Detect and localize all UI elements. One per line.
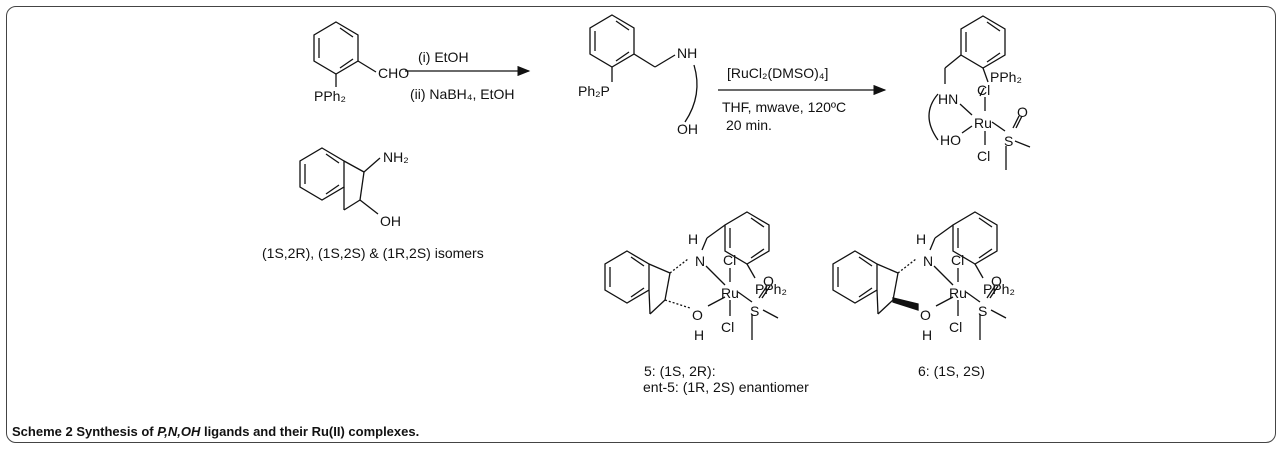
c5-s: S	[750, 303, 759, 319]
caption-scheme-label: Scheme 2	[12, 424, 73, 439]
c5-cl-top: Cl	[723, 252, 736, 268]
c5-h-o: H	[694, 327, 704, 343]
c5-o-s: O	[763, 273, 774, 289]
step2-reagent-1: [RuCl₂(DMSO)₄]	[727, 65, 828, 81]
c5-n-label: N	[695, 253, 705, 269]
pph2-label-2: PPh₂	[990, 69, 1022, 85]
compound-aminoindanol: NH₂ OH	[299, 147, 409, 229]
step2-reagent-2: THF, mwave, 120ºC	[722, 99, 846, 115]
c5-h-n: H	[688, 231, 698, 247]
caption-italic: P,N,OH	[157, 424, 201, 439]
s-label: S	[1004, 133, 1013, 149]
step2-reagent-3: 20 min.	[726, 117, 772, 133]
c5-label-1: 5: (1S, 2R):	[644, 363, 716, 379]
c6-h-n: H	[916, 231, 926, 247]
compound-ligand: Ph₂P NH OH	[578, 14, 698, 137]
c6-n-label: N	[923, 253, 933, 269]
c6-s: S	[978, 303, 987, 319]
nh-label: NH	[677, 45, 697, 61]
ph2p-label: Ph₂P	[578, 83, 610, 99]
c6-o-s: O	[991, 273, 1002, 289]
c5-o-label: O	[692, 307, 703, 323]
c6-label: 6: (1S, 2S)	[918, 363, 985, 379]
step1-reagent-2: (ii) NaBH₄, EtOH	[410, 86, 515, 102]
caption-text-before: Synthesis of	[72, 424, 158, 439]
o-label: O	[1017, 104, 1028, 120]
cl-bottom-label: Cl	[977, 148, 990, 164]
nh2-label: NH₂	[383, 149, 409, 165]
c5-pph2: PPh₂	[755, 281, 787, 297]
c5-cl-bottom: Cl	[721, 319, 734, 335]
c6-h-o: H	[922, 327, 932, 343]
c6-pph2: PPh₂	[983, 281, 1015, 297]
compound-aldehyde: CHO PPh₂	[313, 21, 409, 104]
c5-ru: Ru	[721, 285, 739, 301]
caption-text-after: ligands and their Ru(II) complexes.	[200, 424, 420, 439]
compound-5: H N Cl PPh₂ Ru O H S O Cl	[604, 211, 787, 343]
c6-cl-bottom: Cl	[949, 319, 962, 335]
c6-ru: Ru	[949, 285, 967, 301]
ho-label: HO	[940, 132, 961, 148]
c5-label-2: ent-5: (1R, 2S) enantiomer	[643, 379, 809, 395]
compound-ru-complex: HN Cl PPh₂ Ru HO S O Cl	[928, 15, 1031, 170]
oh-indanol-label: OH	[380, 213, 401, 229]
pph2-label-1: PPh₂	[314, 88, 346, 104]
reaction-arrow-1: (i) EtOH (ii) NaBH₄, EtOH	[405, 49, 531, 102]
ru-label: Ru	[974, 115, 992, 131]
oh-label: OH	[677, 121, 698, 137]
c6-cl-top: Cl	[951, 252, 964, 268]
isomers-label: (1S,2R), (1S,2S) & (1R,2S) isomers	[262, 245, 484, 261]
scheme-frame	[6, 6, 1276, 443]
step1-reagent-1: (i) EtOH	[418, 49, 469, 65]
compound-6: H N Cl PPh₂ Ru O H S O Cl	[832, 211, 1015, 343]
reaction-arrow-2: [RuCl₂(DMSO)₄] THF, mwave, 120ºC 20 min.	[718, 65, 887, 133]
scheme-caption: Scheme 2 Synthesis of P,N,OH ligands and…	[12, 424, 419, 439]
hn-label: HN	[938, 91, 958, 107]
c6-o-label: O	[920, 307, 931, 323]
cl-top-label: Cl	[977, 82, 990, 98]
cho-label: CHO	[378, 65, 409, 81]
